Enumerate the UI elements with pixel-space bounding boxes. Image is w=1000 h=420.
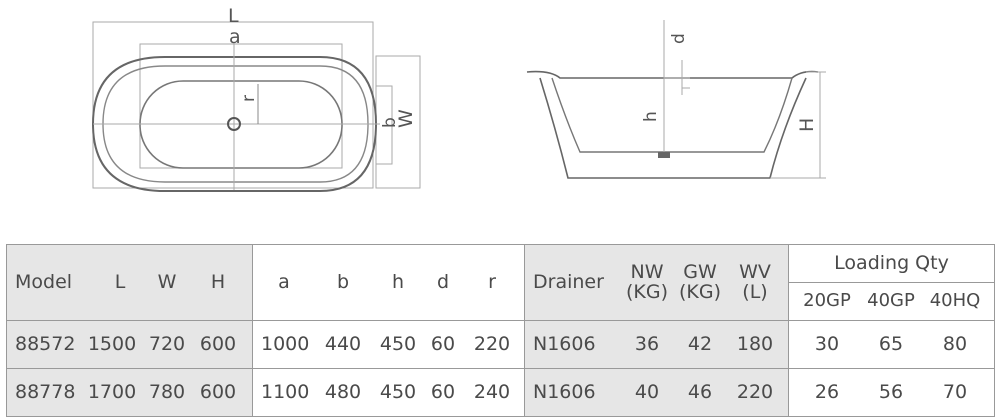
cell-W: 720 — [148, 332, 186, 355]
header-wv: WV (L) — [739, 260, 771, 303]
header-gw: GW (KG) — [678, 260, 721, 303]
dim-label-L: L — [228, 5, 239, 27]
cell-drainer: N1606 — [533, 380, 596, 403]
header-H: H — [210, 270, 226, 293]
header-40hq: 40HQ — [929, 290, 981, 312]
header-nw: NW (KG) — [625, 260, 668, 303]
cell-L: 1700 — [87, 380, 137, 403]
side-view-drawing — [526, 20, 826, 179]
header-40gp: 40GP — [867, 290, 915, 312]
dim-label-a: a — [229, 26, 241, 48]
cell-b: 440 — [324, 332, 362, 355]
cell-40hq: 70 — [942, 380, 968, 403]
cell-nw: 36 — [634, 332, 660, 355]
dim-label-b: b — [380, 117, 400, 128]
cell-H: 600 — [199, 380, 237, 403]
cell-20gp: 30 — [814, 332, 840, 355]
cell-d: 60 — [430, 332, 456, 355]
header-loading-cols: 20GP 40GP 40HQ — [788, 282, 995, 321]
header-W: W — [157, 270, 177, 293]
dim-label-d: d — [669, 33, 689, 44]
header-loading-qty: Loading Qty — [788, 244, 995, 283]
header-20gp: 20GP — [803, 290, 851, 312]
table-row: 88572 1500 720 600 1000 440 450 60 220 N… — [6, 320, 995, 369]
cell-nw: 40 — [634, 380, 660, 403]
cell-d: 60 — [430, 380, 456, 403]
cell-a: 1100 — [261, 380, 310, 403]
cell-drainer: N1606 — [533, 332, 596, 355]
dim-label-W: W — [395, 109, 417, 128]
header-L: L — [114, 270, 126, 293]
header-r: r — [488, 270, 496, 293]
top-view-drawing — [91, 21, 421, 192]
header-d: d — [436, 270, 450, 293]
cell-model: 88778 — [15, 380, 76, 403]
cell-model: 88572 — [15, 332, 76, 355]
header-drainer-weights: Drainer NW (KG) GW (KG) WV (L) — [524, 244, 789, 321]
cell-40gp: 65 — [878, 332, 904, 355]
cell-a: 1000 — [261, 332, 310, 355]
cell-H: 600 — [199, 332, 237, 355]
cell-L: 1500 — [87, 332, 137, 355]
cell-gw: 46 — [687, 380, 713, 403]
cell-h: 450 — [379, 332, 417, 355]
cell-20gp: 26 — [814, 380, 840, 403]
dim-label-r: r — [239, 95, 259, 102]
dim-label-H: H — [796, 118, 818, 132]
cell-r: 220 — [473, 332, 511, 355]
cell-40hq: 80 — [942, 332, 968, 355]
header-model: Model — [15, 270, 73, 293]
table-row: 88778 1700 780 600 1100 480 450 60 240 N… — [6, 368, 995, 417]
cell-W: 780 — [148, 380, 186, 403]
header-drainer: Drainer — [533, 270, 604, 293]
cell-h: 450 — [379, 380, 417, 403]
cell-40gp: 56 — [878, 380, 904, 403]
header-a: a — [278, 270, 290, 293]
cell-wv: 220 — [736, 380, 774, 403]
header-loading-title: Loading Qty — [834, 251, 949, 274]
header-b: b — [336, 270, 350, 293]
header-model-dims: Model L W H — [6, 244, 253, 321]
cell-wv: 180 — [736, 332, 774, 355]
dim-label-h: h — [641, 111, 661, 122]
cell-gw: 42 — [687, 332, 713, 355]
header-h: h — [391, 270, 405, 293]
cell-r: 240 — [473, 380, 511, 403]
spec-table: Model L W H a b h d r Drainer NW (KG) — [6, 244, 995, 417]
technical-drawing: L a r b W d h H — [91, 5, 826, 192]
header-inner-dims: a b h d r — [252, 244, 525, 321]
cell-b: 480 — [324, 380, 362, 403]
